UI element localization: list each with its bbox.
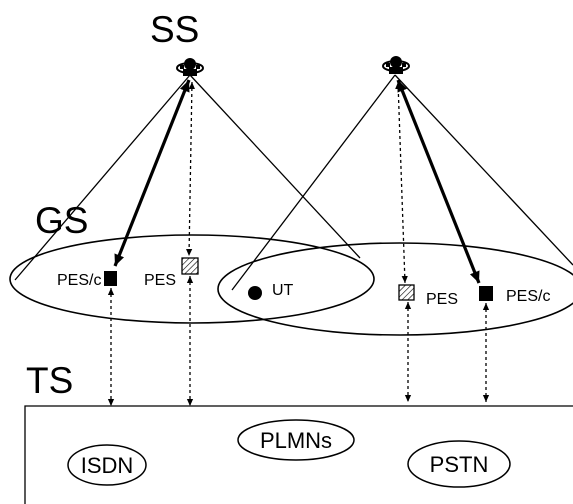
user-link-left (186, 81, 195, 257)
feeder-link-right (396, 79, 481, 284)
ground-segment-label: GS (35, 200, 88, 241)
cone-right-outer-line (231, 74, 396, 291)
pstn-label: PSTN (430, 452, 489, 477)
plmns-label: PLMNs (260, 428, 332, 453)
pes-c-left-label: PES/c (57, 272, 101, 289)
terrestrial-segment-box (24, 405, 573, 504)
solid-dot-terminal-icon (248, 286, 262, 300)
space-segment-label: SS (150, 9, 199, 50)
user-link-right (395, 81, 408, 284)
pes-left-label: PES (144, 272, 176, 289)
isdn-network-oval (67, 444, 147, 486)
ut-label: UT (272, 282, 294, 299)
coverage-cones (14, 74, 573, 291)
cone-left-outer-line (14, 74, 191, 281)
isdn-label: ISDN (81, 453, 134, 478)
hatched-square-station-icon (398, 284, 415, 301)
pes-c-right-label: PES/c (506, 288, 550, 305)
pstn-network-oval (407, 440, 511, 488)
solid-square-station-icon (479, 286, 493, 301)
pes-right-label: PES (426, 291, 458, 308)
hatched-square-station-icon (181, 257, 199, 275)
satellite-icon (176, 58, 204, 76)
solid-square-station-icon (104, 271, 117, 286)
cone-left-inner-line (189, 74, 361, 259)
feeder-link-left (113, 79, 191, 267)
plmns-network-oval (237, 419, 355, 461)
terrestrial-segment-label: TS (26, 360, 73, 401)
satellite-icon (382, 56, 410, 74)
cone-right-inner-line (394, 74, 573, 266)
